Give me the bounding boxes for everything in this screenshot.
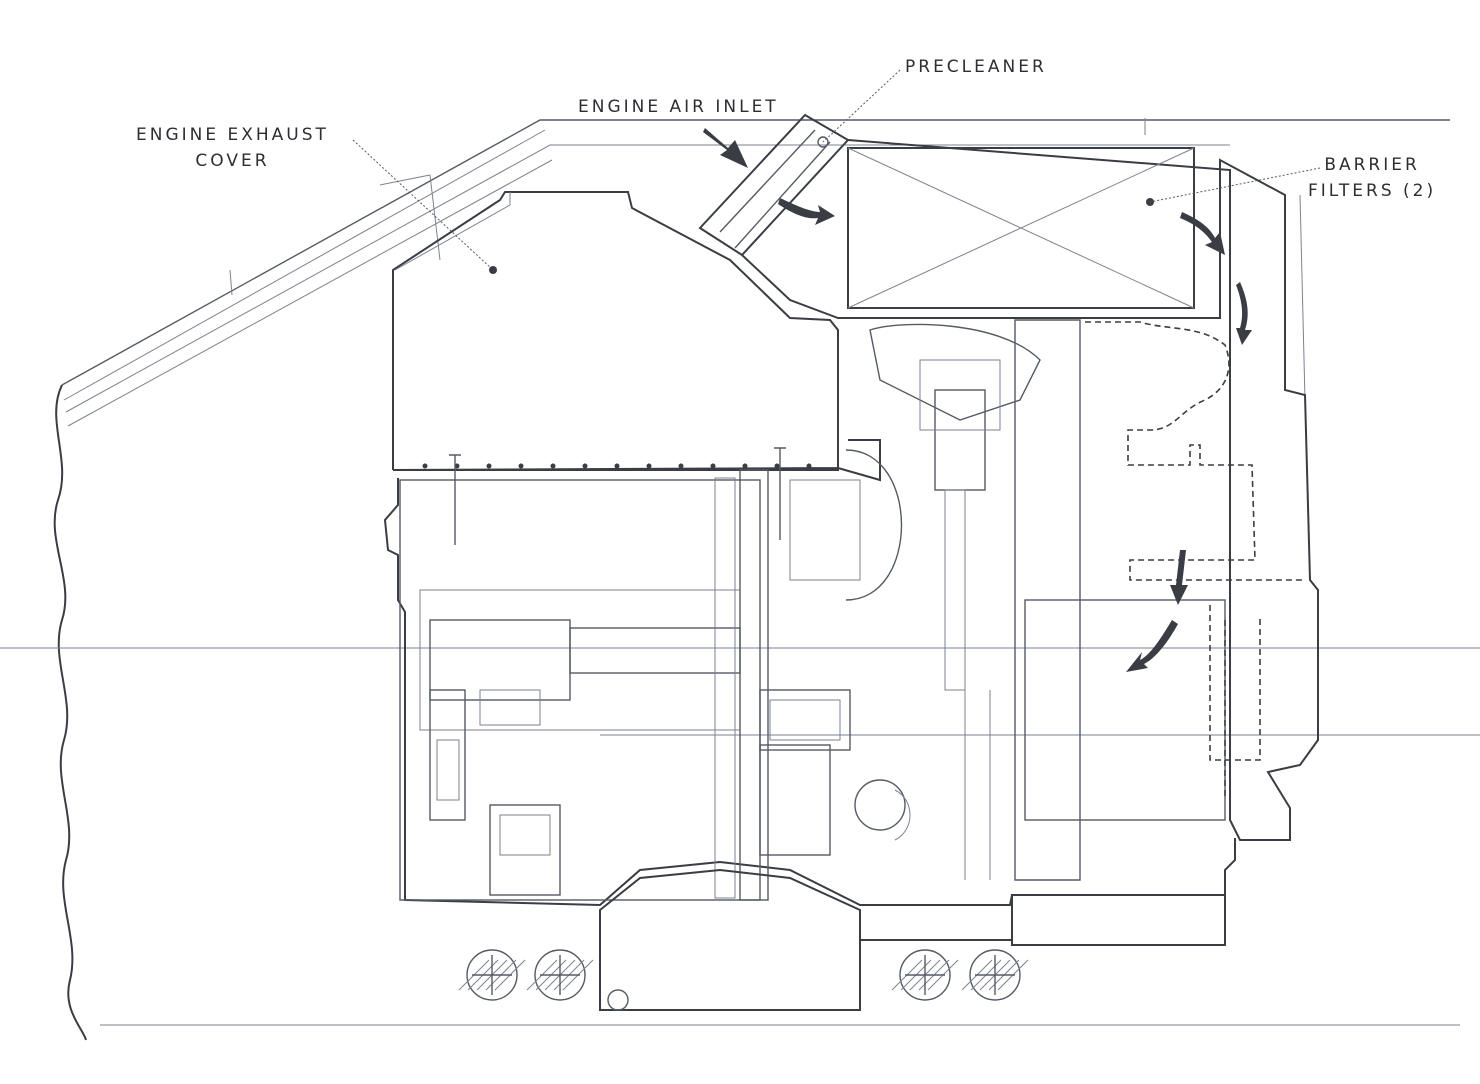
deck-bolt [582, 463, 588, 469]
oil-pan [599, 868, 1226, 1011]
stud-bolt [449, 454, 461, 545]
deck-bolt [454, 463, 460, 469]
hatched-circle [961, 949, 1029, 1001]
flow-arrow-filter-down [1236, 282, 1252, 345]
flow-arrow-precleaner-out [778, 198, 835, 225]
label-engine-air-inlet: ENGINE AIR INLET [578, 94, 779, 120]
leader-lines [352, 69, 1321, 274]
label-engine-exhaust-cover-line2: COVER [195, 151, 270, 171]
deck-bolt [710, 463, 716, 469]
flow-arrow-center-down [1170, 550, 1188, 605]
hatched-circle [891, 949, 959, 1001]
deck-bolt [774, 463, 780, 469]
deck-bolt [486, 463, 492, 469]
precleaner-shape [698, 113, 850, 257]
flow-arrow-inlet [703, 128, 748, 168]
stud-bolt [774, 447, 786, 540]
deck-bolt [806, 463, 812, 469]
deck-bolt [614, 463, 620, 469]
label-barrier-filters-line2: FILTERS (2) [1308, 181, 1437, 201]
deck-bolt [422, 463, 428, 469]
label-precleaner: PRECLEANER [905, 54, 1047, 80]
label-barrier-filters-line1: BARRIER [1324, 155, 1420, 175]
engine-block [383, 319, 1236, 907]
label-barrier-filters: BARRIER FILTERS (2) [1308, 152, 1436, 204]
hatched-circle [458, 949, 526, 1001]
label-engine-air-inlet-text: ENGINE AIR INLET [578, 97, 779, 117]
deck-bolt [518, 463, 524, 469]
label-engine-exhaust-cover-line1: ENGINE EXHAUST [136, 125, 329, 145]
label-engine-exhaust-cover: ENGINE EXHAUST COVER [136, 122, 329, 174]
engine-exhaust-cover-shape [392, 191, 839, 471]
hatched-circle [526, 949, 594, 1001]
filter-bowl-dashed [1085, 321, 1305, 581]
deck-bolts [422, 447, 812, 545]
deck-bolt [550, 463, 556, 469]
flow-arrows [703, 128, 1252, 672]
flow-arrow-filter-right [1180, 212, 1225, 255]
flow-arrow-center-left [1126, 620, 1178, 672]
deck-bolt [742, 463, 748, 469]
deck-bolt [646, 463, 652, 469]
deck-bolt [678, 463, 684, 469]
cross-section-circles [458, 949, 1029, 1001]
hull-deck-lines [61, 119, 1450, 427]
hull-break-line [53, 384, 87, 1041]
label-precleaner-text: PRECLEANER [905, 57, 1047, 77]
